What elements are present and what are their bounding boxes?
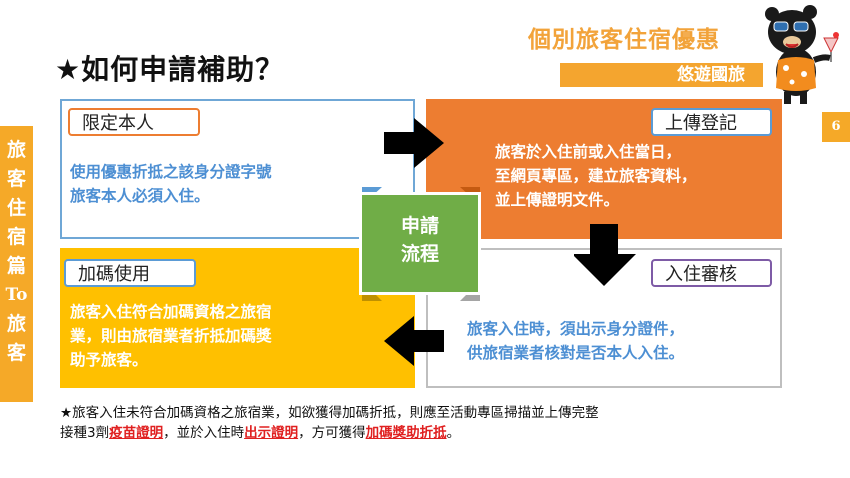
page-number: 6 [822,112,850,142]
header-subtitle-bar: 悠遊國旅 [560,63,763,87]
center-label-line2: 流程 [400,243,439,265]
page-title: ★如何申請補助？ [55,53,285,86]
text-line: 使用優惠折抵之該身分證字號 [70,163,272,181]
text-line: 旅客本人必須入住。 [70,187,210,205]
center-process-box [359,192,481,295]
arrow-right-icon [384,118,444,168]
footnote-text: ，並於入住時 [163,425,245,441]
footnote-highlight-vaccine: 疫苗證明 [109,425,164,441]
side-label-char: To [5,285,28,305]
text-line: 並上傳證明文件。 [495,191,620,209]
footnote-line1: ★旅客入住未符合加碼資格之旅宿業，如欲獲得加碼折抵，則應至活動專區掃描並上傳完整 [60,405,599,421]
text-line: 旅客入住時，須出示身分證件， [467,320,685,338]
side-label-char: 旅 [6,313,26,335]
identity-description: 使用優惠折抵之該身分證字號 旅客本人必須入住。 [70,160,272,208]
arrow-left-icon [384,316,444,366]
footnote-line2: 接種3劑疫苗證明，並於入住時出示證明，方可獲得加碼獎助折抵。 [60,423,599,443]
footnote: ★旅客入住未符合加碼資格之旅宿業，如欲獲得加碼折抵，則應至活動專區掃描並上傳完整… [60,403,599,443]
label-identity: 限定本人 [68,108,200,136]
text-line: 業，則由旅宿業者折抵加碼獎 [70,327,272,345]
header-subtitle: 悠遊國旅 [677,65,745,85]
label-checkin: 入住審核 [651,259,772,287]
text-line: 至網頁專區，建立旅客資料， [495,167,697,185]
side-label-char: 篇 [6,255,26,277]
bonus-description: 旅客入住符合加碼資格之旅宿 業，則由旅宿業者折抵加碼獎 助予旅客。 [70,300,272,372]
checkin-description: 旅客入住時，須出示身分證件， 供旅宿業者核對是否本人入住。 [467,317,684,365]
footnote-text: ，方可獲得 [298,425,366,441]
text-line: 助予旅客。 [70,351,148,369]
footnote-text: 接種3劑 [60,425,110,441]
upload-description: 旅客於入住前或入住當日， 至網頁專區，建立旅客資料， 並上傳證明文件。 [495,140,697,212]
side-label-bar: 旅 客 住 宿 篇 To 旅 客 [0,126,33,402]
center-process-label: 申請 流程 [359,212,481,268]
side-label-char: 客 [6,168,26,190]
label-upload: 上傳登記 [651,108,772,136]
footnote-highlight-bonus: 加碼獎助折抵 [365,425,447,441]
bear-mascot-icon [765,5,839,104]
text-line: 旅客入住符合加碼資格之旅宿 [70,303,272,321]
footnote-text: 。 [446,425,461,441]
side-label-char: 宿 [6,226,26,248]
text-line: 供旅宿業者核對是否本人入住。 [467,344,685,362]
side-label-char: 客 [6,342,26,364]
center-label-line1: 申請 [400,215,439,237]
side-label-char: 住 [6,197,26,219]
footnote-highlight-show-proof: 出示證明 [244,425,299,441]
text-line: 旅客於入住前或入住當日， [495,143,682,161]
label-bonus: 加碼使用 [64,259,196,287]
side-label-char: 旅 [6,139,26,161]
header-title: 個別旅客住宿優惠 [528,27,720,53]
arrow-down-icon [574,224,636,286]
